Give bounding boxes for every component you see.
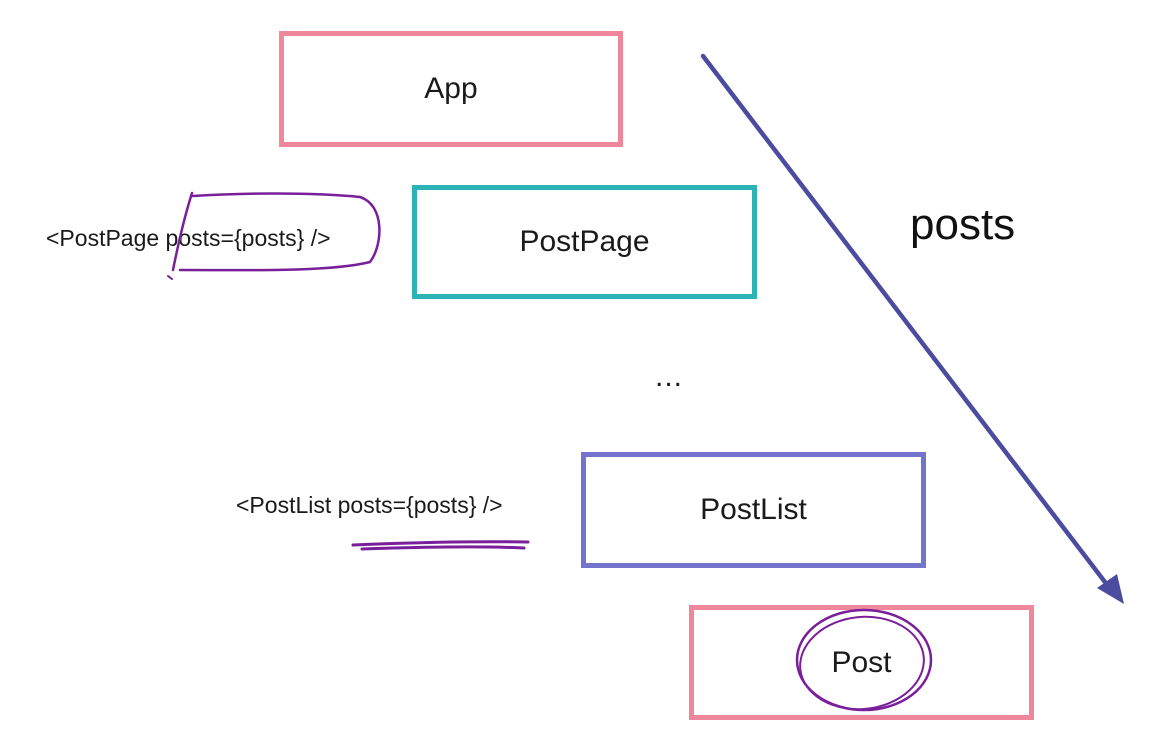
ellipsis-text: ... (655, 360, 684, 393)
postpage-component-box: PostPage (412, 185, 757, 299)
data-flow-arrowhead-icon (1097, 574, 1124, 604)
posts-flow-label: posts (910, 200, 1016, 249)
post-component-box: Post (689, 605, 1034, 720)
handwritten-underline (351, 540, 530, 551)
app-component-label: App (424, 72, 478, 105)
postpage-code-snippet: <PostPage posts={posts} /> (46, 225, 331, 251)
post-component-label: Post (831, 645, 892, 679)
postlist-code-snippet: <PostList posts={posts} /> (236, 492, 503, 518)
handwritten-tick (167, 275, 173, 280)
postlist-component-box: PostList (581, 452, 926, 568)
app-component-box: App (279, 31, 623, 147)
postpage-component-label: PostPage (519, 225, 650, 258)
postlist-component-label: PostList (700, 493, 807, 526)
